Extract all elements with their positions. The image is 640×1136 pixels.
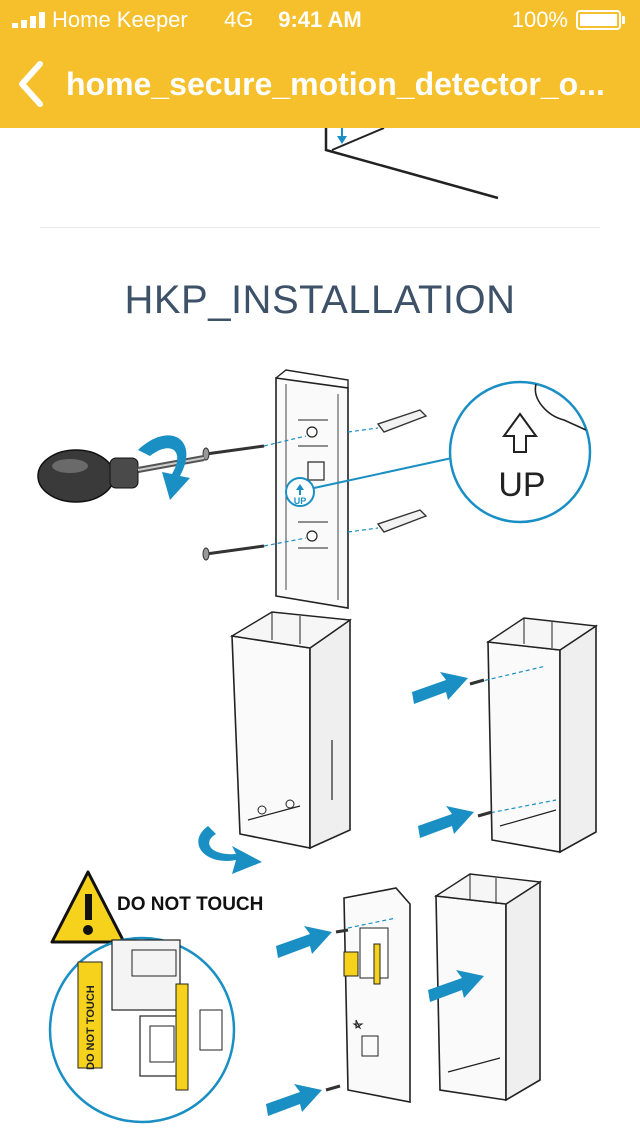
screws [202,435,307,561]
housing-rotated [198,611,352,874]
previous-figure-fragment [324,128,499,200]
wall-anchors [347,409,428,533]
housing-screwing [412,617,598,854]
detector-unit [266,887,411,1116]
signal-strength-icon [12,12,45,28]
manual-content[interactable]: HKP_INSTALLATION UP [0,128,640,1136]
battery-icon [576,10,625,30]
warning-sign [50,870,126,944]
screwdriver [37,435,205,503]
chevron-left-icon [19,61,43,107]
up-label: UP [498,466,545,504]
sticker-text: DO NOT TOUCH [85,985,97,1070]
detail-magnifier: DO NOT TOUCH [48,936,236,1124]
page-title: home_secure_motion_detector_o... [66,66,605,102]
carrier-name: Home Keeper [52,7,188,32]
back-button[interactable] [10,58,54,110]
installation-diagram: UP [37,369,598,1124]
housing-final [428,873,543,1102]
up-marker-magnifier: UP [313,380,592,524]
section-title: HKP_INSTALLATION [124,278,516,322]
app-header: Home Keeper 4G 9:41 AM 100% home_secure_… [0,0,640,128]
battery-percent: 100% [511,7,568,32]
navigation-bar: home_secure_motion_detector_o... [0,40,640,128]
warning-label: DO NOT TOUCH [117,894,264,915]
section-divider [40,227,600,228]
status-time: 9:41 AM [278,7,362,32]
mounting-plate: UP [275,369,349,609]
status-bar: Home Keeper 4G 9:41 AM 100% [0,0,640,40]
network-type: 4G [224,7,254,32]
svg-text:UP: UP [294,496,307,506]
